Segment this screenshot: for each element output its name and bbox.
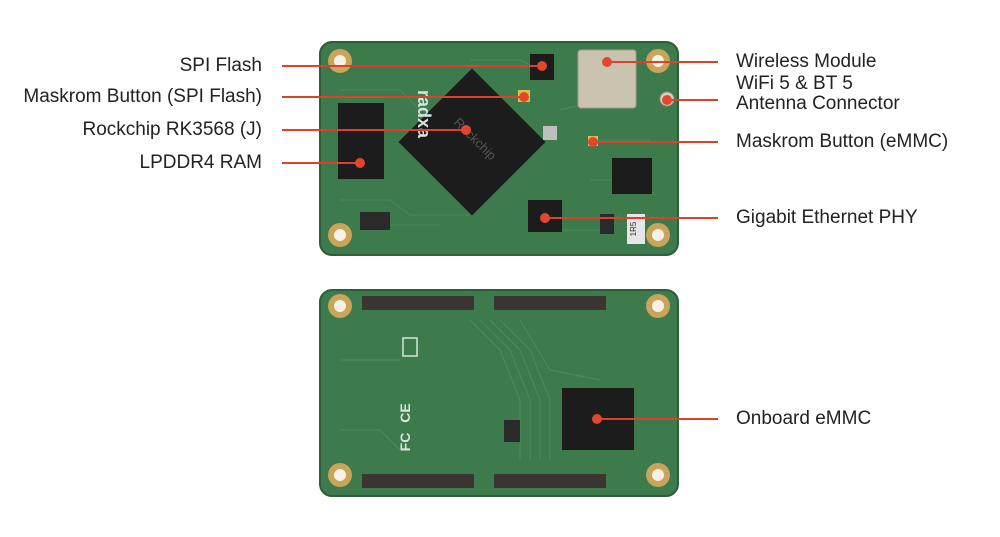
- callout-dot-spi-flash: [537, 61, 547, 71]
- weee-mark: [402, 337, 418, 357]
- small-component: [360, 212, 390, 230]
- label-antenna: Antenna Connector: [736, 93, 900, 114]
- callout-dot-wireless: [602, 57, 612, 67]
- label-lpddr4: LPDDR4 RAM: [139, 152, 262, 173]
- callout-dot-maskrom-spi: [519, 92, 529, 102]
- board-front: Rockchip radxa 1R5: [319, 41, 679, 256]
- label-rockchip: Rockchip RK3568 (J): [82, 119, 262, 140]
- callout-dot-antenna: [662, 95, 672, 105]
- callout-dot-rockchip: [461, 125, 471, 135]
- callout-dot-emmc: [592, 414, 602, 424]
- label-spi-flash: SPI Flash: [179, 55, 262, 76]
- label-emmc: Onboard eMMC: [736, 408, 872, 429]
- fc-mark: FC: [397, 433, 413, 452]
- callout-dot-lpddr4: [355, 158, 365, 168]
- label-ethernet-phy: Gigabit Ethernet PHY: [736, 207, 918, 228]
- wireless-module: [577, 49, 637, 109]
- callout-dot-ethernet: [540, 213, 550, 223]
- label-maskrom-emmc: Maskrom Button (eMMC): [736, 131, 949, 152]
- brand-silkscreen: radxa: [414, 90, 434, 139]
- callout-dot-maskrom-emmc: [588, 137, 598, 147]
- b2b-connector: [362, 474, 474, 488]
- small-component: [543, 126, 557, 140]
- pcb-back-traces: [340, 319, 601, 460]
- label-maskrom-spi: Maskrom Button (SPI Flash): [23, 86, 262, 107]
- ce-mark: CE: [397, 403, 413, 422]
- b2b-connector: [494, 474, 606, 488]
- board-back: CE FC: [319, 289, 679, 497]
- label-wifi-bt: WiFi 5 & BT 5: [736, 73, 853, 94]
- revision-text: 1R5: [629, 221, 638, 236]
- label-wireless: Wireless Module: [736, 51, 877, 72]
- callouts: [282, 57, 718, 424]
- mounting-holes-back: [328, 294, 670, 487]
- aux-chip: [612, 158, 652, 194]
- revision-label-bg: [627, 214, 645, 244]
- b2b-connector: [494, 296, 606, 310]
- b2b-connector: [362, 296, 474, 310]
- small-component: [504, 420, 520, 442]
